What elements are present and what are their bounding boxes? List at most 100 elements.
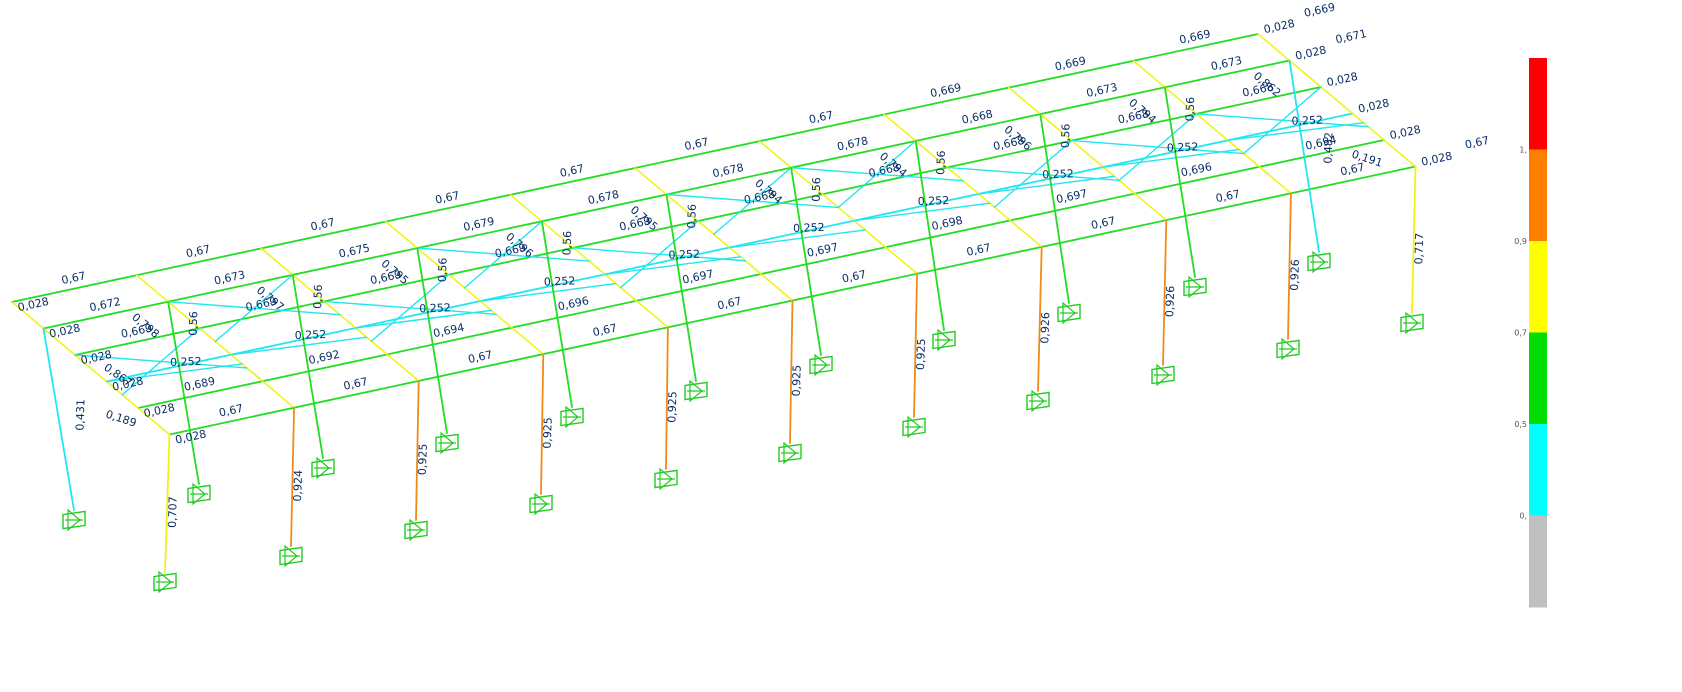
legend-band [1529,332,1547,425]
support-symbol[interactable] [560,405,584,429]
column [1037,245,1043,392]
eave-label: 0,67 [841,268,868,286]
brace-label: 0,189 [104,408,138,430]
purlin-label: 0,668 [743,188,777,207]
purlin-label: 0,696 [557,294,591,313]
legend-tick-label: 0,5 [1514,420,1527,429]
support-symbol[interactable] [404,518,428,542]
column [1039,113,1070,304]
support-symbol[interactable] [1276,337,1300,361]
end-label: 0,028 [1388,123,1422,142]
end-label: 0,028 [1420,149,1454,168]
support-symbol[interactable] [809,353,833,377]
strap [1102,148,1240,168]
support-symbol[interactable] [153,570,177,594]
column [415,379,420,521]
legend-tick-label: 0,7 [1514,329,1527,338]
strap [978,175,1116,195]
column-label: 0,707 [166,496,180,528]
support-symbol[interactable] [311,456,335,480]
purlin-label: 0,697 [681,267,715,286]
purlin-label: 0,678 [711,161,745,180]
purlin-label: 0,669 [244,295,278,314]
strap-label: 0,252 [544,274,576,288]
ridge-label: 0,669 [1178,27,1212,46]
ridge-label: 0,67 [60,269,87,287]
support-symbol[interactable] [778,441,802,465]
purlin-label: 0,669 [369,268,403,287]
support-symbol[interactable] [435,431,459,455]
strap-label: 0,252 [170,355,202,369]
column [164,433,171,573]
legend-band [1529,515,1547,608]
ridge-label: 0,669 [929,81,963,100]
column [42,327,75,511]
strap [355,309,493,329]
end-label: 0,028 [142,401,176,420]
legend-tick-label: 1, [1519,146,1527,155]
end-label: 0,028 [1294,43,1328,62]
support-symbol[interactable] [684,379,708,403]
legend-band [1529,424,1547,516]
column-label: 0,56 [685,204,699,229]
brace [463,220,543,289]
support-symbol[interactable] [1026,389,1050,413]
brace [993,139,1073,208]
purlin-label: 0,669 [120,322,154,341]
ridge-label: 0,67 [434,189,461,207]
legend-tick-label: 0,9 [1514,237,1527,246]
column-label: 0,925 [665,391,679,423]
column-label: 0,56 [1183,97,1197,122]
column [1162,219,1168,366]
eave-label: 0,67 [342,375,369,393]
column [914,139,945,331]
column-label: 0,56 [1059,123,1073,148]
column-label: 0,925 [914,338,928,370]
purlin-label: 0,679 [462,215,496,234]
column-label: 0,924 [291,470,305,502]
purlin-label: 0,668 [960,107,994,126]
column-label: 0,56 [934,150,948,175]
support-symbol[interactable] [62,508,86,532]
column [790,166,822,356]
eave-label: 0,67 [1090,214,1117,232]
column-label: 0,56 [810,177,824,202]
column [540,353,545,495]
support-symbol[interactable] [654,467,678,491]
end-label: 0,028 [111,374,145,393]
purlin-label: 0,698 [930,214,964,233]
support-symbol[interactable] [1057,301,1081,325]
support-symbol[interactable] [187,482,211,506]
support-symbol[interactable] [529,492,553,516]
brace [1242,86,1322,155]
eave-label: 0,67 [592,321,619,339]
strap-label: 0,252 [1291,114,1323,128]
support-symbol[interactable] [1400,311,1424,335]
support-symbol[interactable] [279,544,303,568]
eave-label: 0,67 [218,402,245,420]
support-symbol[interactable] [1151,363,1175,387]
strap-label: 0,252 [1042,167,1074,181]
end-label: 0,028 [1262,17,1296,36]
member-labels: 0,67 0,67 0,67 0,67 0,67 0,67 0,67 0,669 0,669 0,… [16,1,1490,529]
purlin-label: 0,673 [213,268,247,287]
column [1164,86,1196,278]
column [416,247,448,434]
purlin-label: 0,668 [992,134,1026,153]
support-symbol[interactable] [902,415,926,439]
purlin-label: 0,672 [88,295,122,314]
purlin-label: 0,697 [1055,187,1089,206]
ridge-label: 0,669 [1303,1,1337,20]
column [167,300,200,485]
strap [728,229,866,249]
legend-band [1529,58,1547,150]
brace [1118,113,1198,182]
purlin-label: 0,669 [618,214,652,233]
support-symbol[interactable] [1307,250,1331,274]
purlin-label: 0,696 [1180,160,1214,179]
support-symbol[interactable] [1183,275,1207,299]
end-label: 0,028 [1357,96,1391,115]
end-label: 0,028 [16,295,50,314]
support-symbol[interactable] [932,328,956,352]
